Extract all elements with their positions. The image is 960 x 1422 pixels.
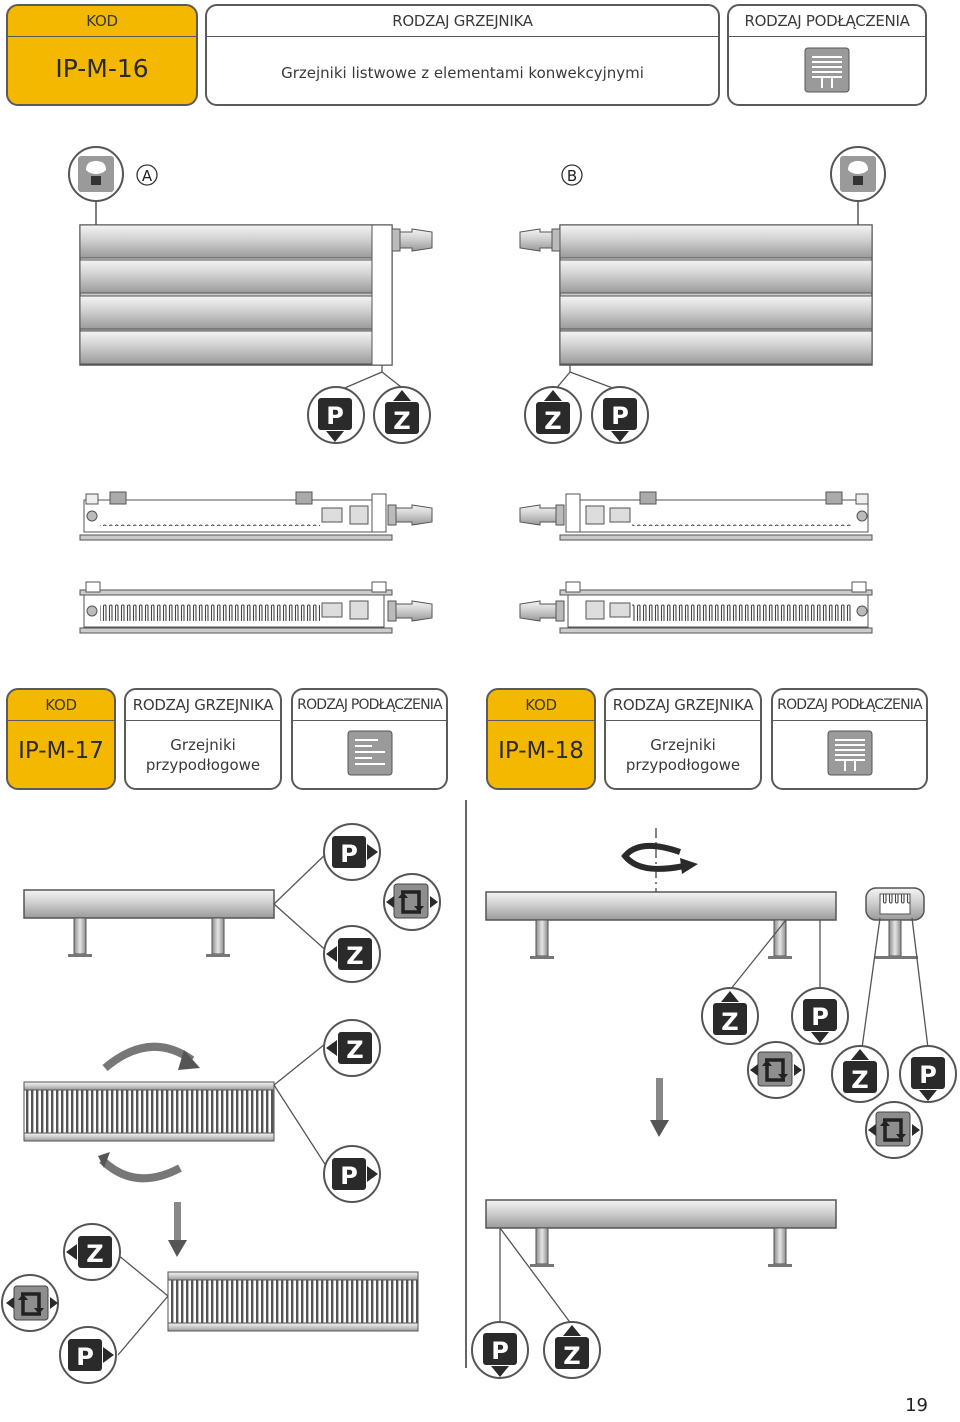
supply-right-badge: P — [59, 1326, 117, 1384]
type-box-ip-m-16: RODZAJ GRZEJNIKA Grzejniki listwowe z el… — [205, 4, 720, 106]
kod-label: KOD — [488, 690, 594, 721]
radiator-b-front — [519, 224, 873, 366]
supply-letter: P — [76, 1343, 94, 1371]
supply-letter: P — [326, 402, 344, 430]
radiator-a-front — [79, 224, 433, 366]
connection-bottom-icon — [804, 47, 850, 93]
baseboard-radiator-side — [23, 889, 275, 957]
convector-b-topview-2 — [519, 581, 873, 634]
supply-down-badge: P — [307, 386, 365, 444]
radiator-end-view — [865, 887, 925, 959]
air-vent-icon — [830, 146, 886, 226]
return-left-badge: Z — [63, 1223, 121, 1281]
return-up-badge: Z — [831, 1045, 889, 1103]
rotate-arrow-icon — [621, 843, 698, 874]
return-letter: Z — [393, 407, 410, 435]
type-label: RODZAJ GRZEJNIKA — [207, 6, 718, 37]
supply-right-badge: P — [323, 1145, 381, 1203]
baseboard-radiator-top-mounted — [167, 1271, 419, 1332]
supply-letter: P — [611, 402, 629, 430]
kod-label: KOD — [8, 690, 114, 721]
reversible-connection-badge — [1, 1274, 59, 1332]
return-up-badge: Z — [524, 386, 582, 444]
supply-letter: P — [919, 1061, 937, 1089]
return-up-badge: Z — [543, 1321, 601, 1379]
type-description: Grzejniki listwowe z elementami konwekcy… — [281, 64, 644, 82]
code-value: IP-M-16 — [55, 54, 149, 83]
rotate-arrow-icon — [99, 1157, 182, 1183]
reversible-connection-badge — [383, 873, 441, 931]
return-left-badge: Z — [323, 1019, 381, 1077]
supply-down-badge: P — [471, 1321, 529, 1379]
return-up-badge: Z — [701, 987, 759, 1045]
return-letter: Z — [851, 1066, 868, 1094]
supply-letter: P — [491, 1337, 509, 1365]
convector-b-topview-1 — [519, 491, 873, 541]
air-vent-icon — [68, 146, 124, 226]
baseboard-radiator-top — [23, 1081, 275, 1142]
return-up-badge: Z — [373, 386, 431, 444]
supply-down-badge: P — [591, 386, 649, 444]
code-box-ip-m-17: KOD IP-M-17 — [6, 688, 116, 790]
convector-a-topview-2 — [79, 581, 433, 634]
reversible-connection-badge — [865, 1101, 923, 1159]
down-arrow-icon — [168, 1202, 187, 1257]
type-description-line2: przypodłogowe — [145, 756, 261, 774]
code-value: IP-M-17 — [18, 738, 104, 764]
type-label: RODZAJ GRZEJNIKA — [606, 690, 760, 721]
type-box-ip-m-17: RODZAJ GRZEJNIKA Grzejniki przypodłogowe — [124, 688, 282, 790]
down-arrow-icon — [650, 1078, 669, 1137]
type-description-line2: przypodłogowe — [625, 756, 741, 774]
page-number: 19 — [905, 1395, 928, 1416]
baseboard-radiator-side-mounted — [485, 1199, 837, 1267]
supply-down-badge: P — [791, 987, 849, 1045]
return-letter: Z — [563, 1342, 580, 1370]
connection-label: RODZAJ PODŁĄCZENIA — [293, 690, 446, 721]
connection-bottom-icon — [827, 730, 873, 776]
return-letter: Z — [544, 407, 561, 435]
code-box-ip-m-16: KOD IP-M-16 — [6, 4, 198, 106]
kod-label: KOD — [8, 6, 196, 37]
connection-side-icon — [347, 730, 393, 776]
return-letter: Z — [721, 1008, 738, 1036]
type-description-line1: Grzejniki — [650, 736, 716, 754]
connection-label: RODZAJ PODŁĄCZENIA — [729, 6, 925, 37]
supply-down-badge: P — [899, 1045, 957, 1103]
code-value: IP-M-18 — [498, 738, 584, 764]
variant-b-label: B — [567, 167, 577, 185]
type-description-line1: Grzejniki — [170, 736, 236, 754]
type-label: RODZAJ GRZEJNIKA — [126, 690, 280, 721]
supply-letter: P — [340, 1162, 358, 1190]
return-letter: Z — [346, 1036, 363, 1064]
supply-right-badge: P — [323, 823, 381, 881]
variant-a-label: A — [142, 167, 153, 185]
supply-letter: P — [340, 840, 358, 868]
baseboard-radiator-side — [485, 891, 837, 959]
rotate-arrow-icon — [102, 1042, 195, 1072]
supply-letter: P — [811, 1003, 829, 1031]
type-box-ip-m-18: RODZAJ GRZEJNIKA Grzejniki przypodłogowe — [604, 688, 762, 790]
convector-a-topview-1 — [79, 491, 433, 541]
code-box-ip-m-18: KOD IP-M-18 — [486, 688, 596, 790]
return-left-badge: Z — [323, 925, 381, 983]
connection-label: RODZAJ PODŁĄCZENIA — [773, 690, 926, 721]
return-letter: Z — [86, 1240, 103, 1268]
return-letter: Z — [346, 942, 363, 970]
reversible-connection-badge — [747, 1041, 805, 1099]
